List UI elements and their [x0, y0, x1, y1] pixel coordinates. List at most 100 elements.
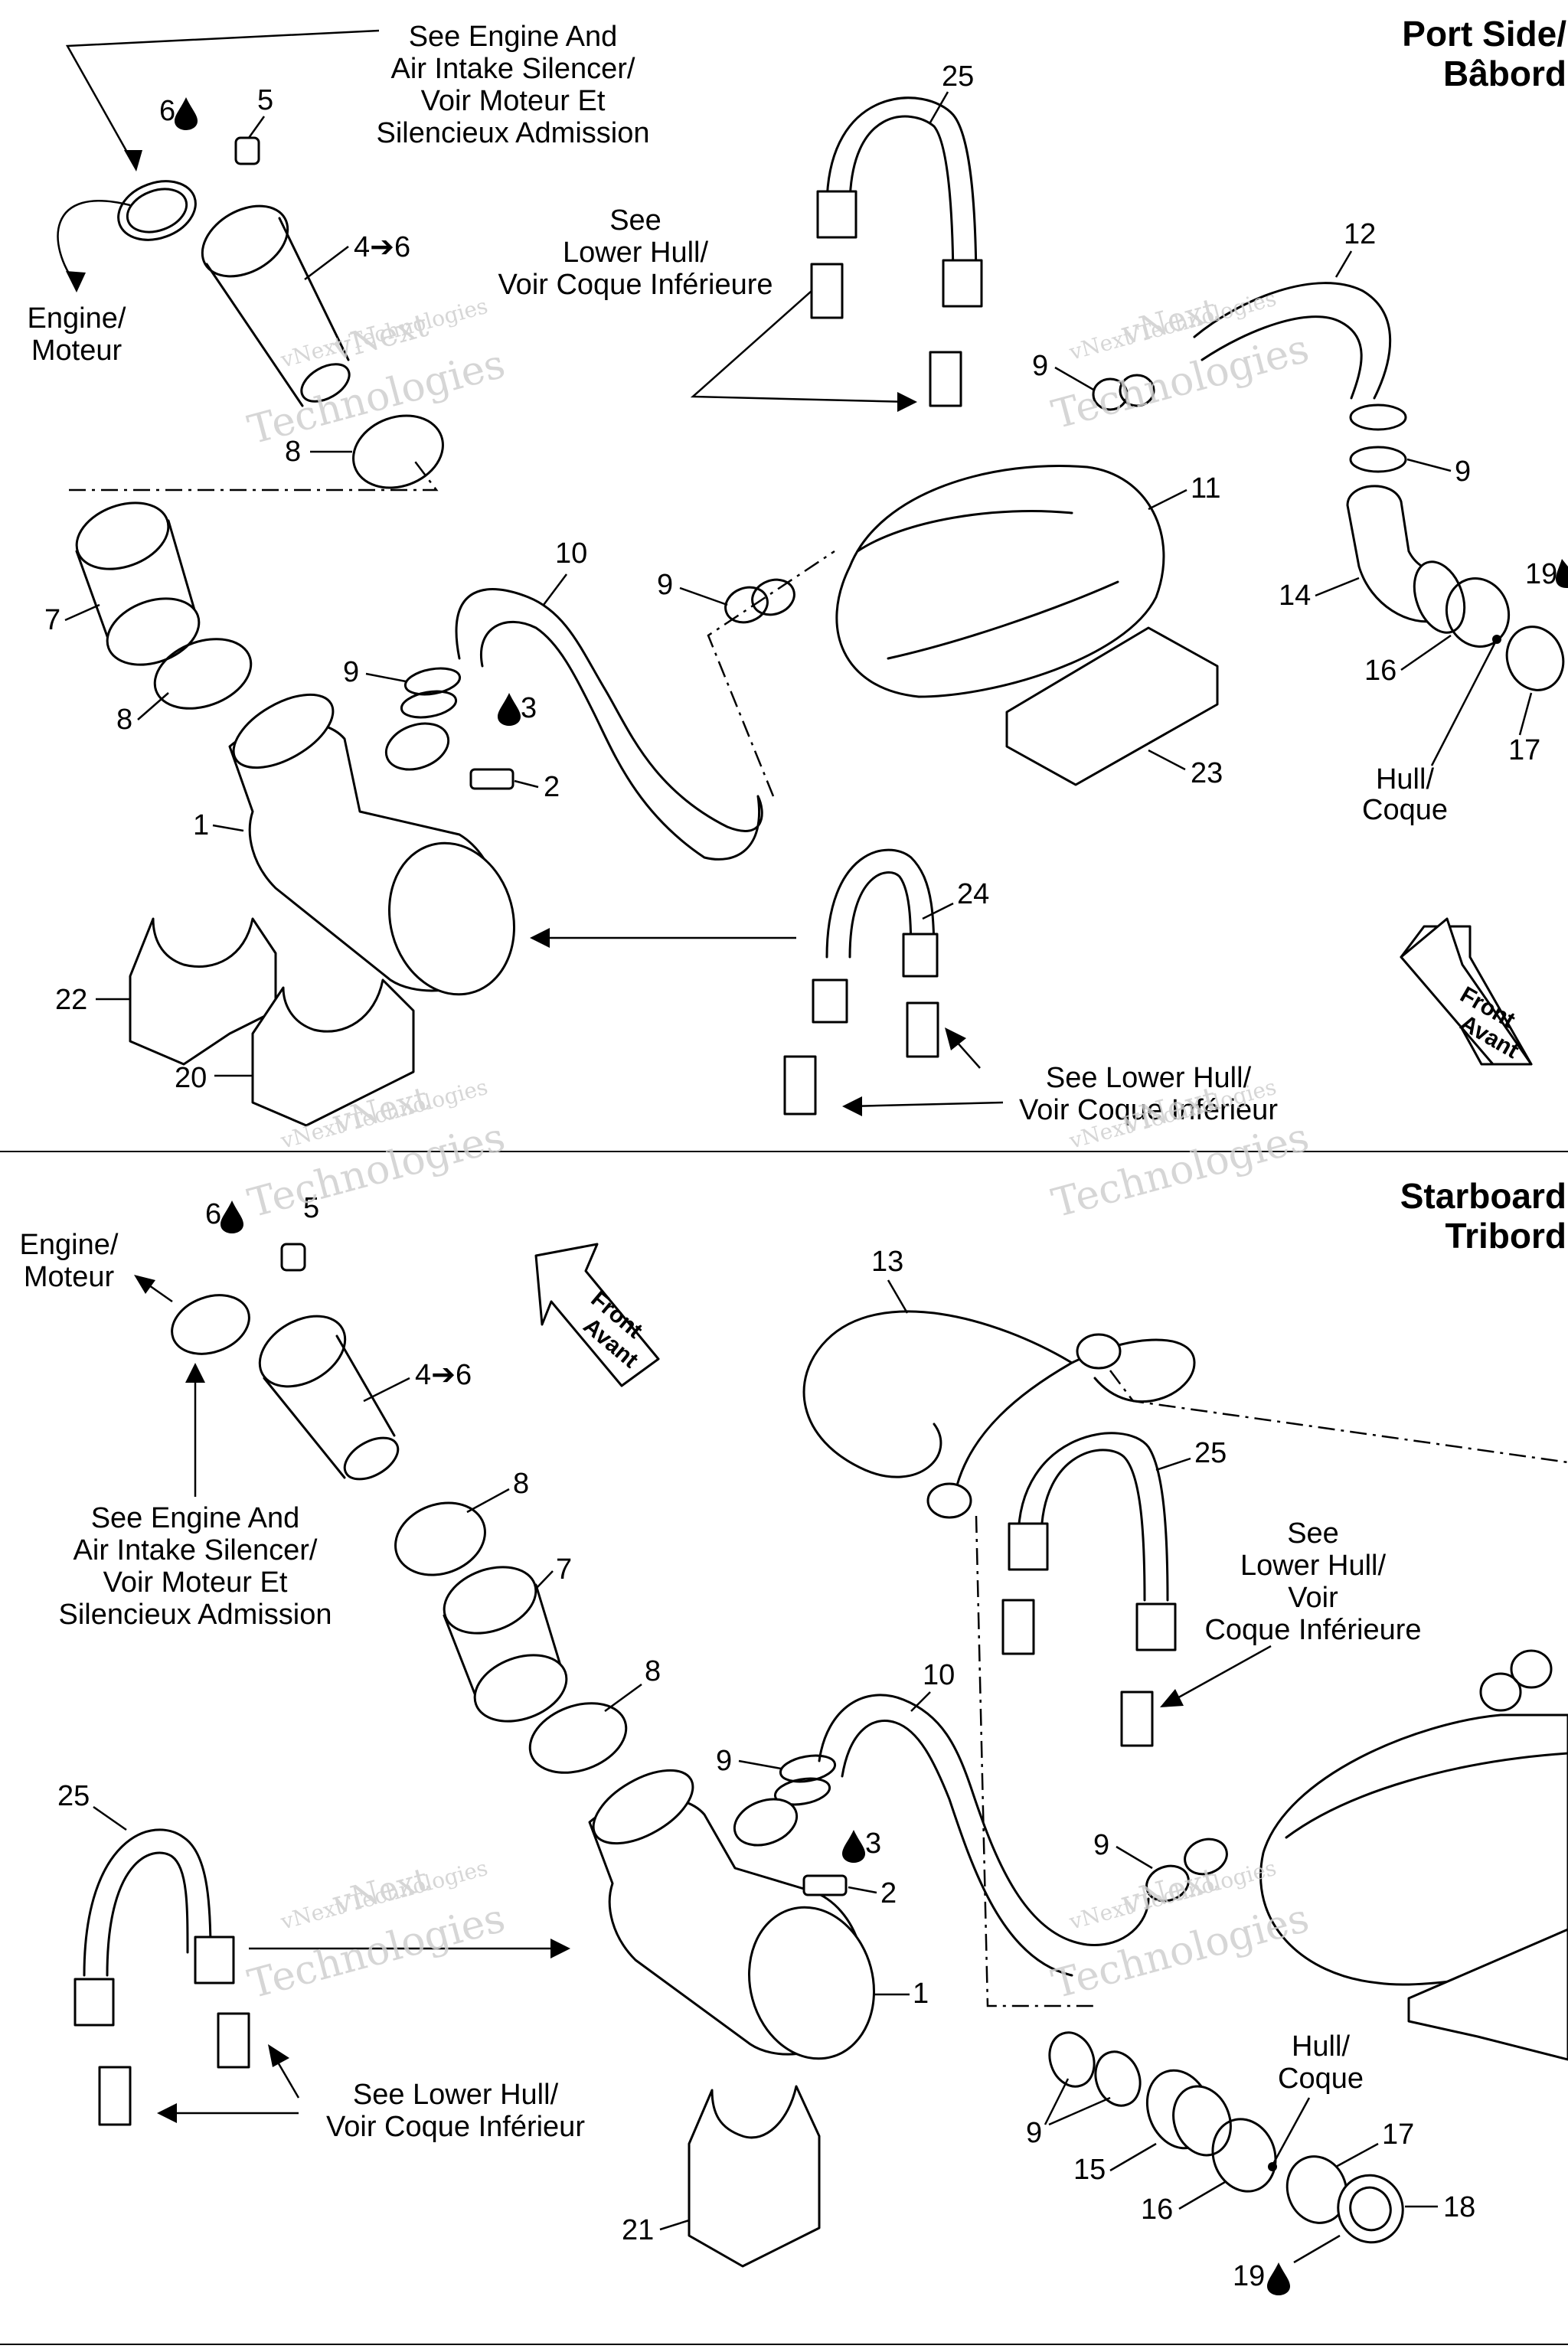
label-24-top: 24 — [957, 878, 989, 910]
hull-text-bottom-line1: Hull/ — [1292, 2030, 1350, 2063]
foam-part-23-top — [1005, 626, 1219, 786]
label-6-top: 6 — [159, 95, 175, 127]
leader-9-top-right-a — [1054, 366, 1096, 392]
leader-10-top — [543, 573, 567, 606]
label-10-bottom: 10 — [923, 1659, 955, 1691]
clamp-part-9-top-h — [1349, 446, 1407, 473]
centerline-bottom-b — [975, 1515, 1095, 2007]
leader-2-bottom — [848, 1886, 877, 1894]
hose-part-12-top — [1193, 282, 1392, 400]
see-lower-hull-top2-line2: Voir Coque Inférieur — [1019, 1094, 1278, 1126]
leader-12-top — [1334, 250, 1353, 278]
clamp-part-9-bottom-f — [1510, 1649, 1553, 1689]
see-lower-hull-bottom4-leader — [1167, 1645, 1272, 1705]
label-1-bottom: 1 — [913, 1978, 929, 2010]
leader-7-top — [64, 603, 100, 622]
label-16-top: 16 — [1364, 655, 1396, 687]
leader-16-bottom — [1178, 2180, 1226, 2210]
centerline-bottom-a — [1109, 1370, 1568, 1464]
label-9-bottom-silencer: 9 — [1093, 1829, 1109, 1861]
support-part-22-top — [129, 917, 277, 1066]
label-9-top-right-b: 9 — [1455, 456, 1471, 488]
label-3-bottom: 3 — [865, 1828, 881, 1860]
see-lower-hull-bottom2-line2: Voir Coque Inférieur — [326, 2111, 585, 2143]
engine-text-line2: Moteur — [31, 335, 122, 367]
label-8-top-lower: 8 — [116, 704, 132, 736]
hose-end-13-b — [1076, 1333, 1122, 1370]
see-engine-bottom-line2: Air Intake Silencer/ — [74, 1534, 318, 1566]
clamp-part-9-top-a — [403, 667, 462, 696]
hull-dot-top — [1492, 635, 1501, 644]
engine-arrowhead — [66, 271, 86, 292]
see-lower-hull-bottom2-arrowhead-b — [268, 2044, 289, 2067]
hose-end-13-a — [926, 1482, 972, 1519]
leader-25-top — [929, 91, 949, 123]
label-5-bottom: 5 — [303, 1192, 319, 1224]
front-arrow-bottom: Front Avant — [534, 1243, 660, 1387]
see-lower-hull-top-leader — [690, 290, 912, 403]
leader-16-top — [1400, 634, 1452, 671]
see-engine-bottom-line1: See Engine And — [91, 1502, 300, 1534]
strap-part-25-top — [825, 96, 978, 292]
leader-9-top-right-b — [1406, 458, 1452, 472]
strap-buckle-25-bottom-left-b — [194, 1936, 235, 1984]
leader-9-bottom-right — [1044, 2078, 1111, 2126]
see-lower-hull-top2-leader-a — [849, 1101, 1004, 1108]
hose-part-10-bottom — [818, 1694, 1150, 1977]
leader-5-top — [247, 116, 266, 139]
leader-9-top-muffler — [365, 672, 407, 683]
clamp-part-9-top-c — [724, 586, 769, 624]
leader-25-bottom-left — [93, 1805, 127, 1831]
clamp-part-9-top-d — [751, 578, 795, 616]
silencer-part-11-top — [835, 465, 1165, 698]
engine-clamp-bottom — [171, 1294, 250, 1355]
drop-icon-6-bottom — [220, 1200, 243, 1233]
leader-11-top — [1148, 488, 1187, 511]
leader-24-top — [922, 902, 954, 920]
leader-17-top — [1518, 692, 1533, 736]
label-21-bottom: 21 — [622, 2214, 654, 2246]
label-4-6-top: 4➔6 — [354, 231, 410, 263]
clamp-part-9-bottom-e — [1479, 1672, 1522, 1712]
muffler-part-1-top — [228, 693, 515, 996]
port-side-header-line2: Bâbord — [1443, 54, 1566, 93]
clamp-part-9-top-e — [1092, 377, 1129, 411]
starboard-header-line1: Starboard — [1400, 1176, 1566, 1216]
see-engine-bottom-line3: Voir Moteur Et — [103, 1566, 288, 1599]
see-lower-hull-top2-line1: See Lower Hull/ — [1046, 1062, 1252, 1094]
engine-arrowhead-bottom — [134, 1275, 155, 1294]
see-lower-hull-bottom2-line1: See Lower Hull/ — [353, 2079, 559, 2111]
clamp-part-8-top — [352, 414, 444, 489]
clamp-part-9-bottom-h — [1094, 2050, 1142, 2107]
fitting-part-15-bottom — [1145, 2069, 1232, 2157]
clamp-part-8-bottom-b — [528, 1702, 628, 1774]
hull-text-bottom-line2: Coque — [1278, 2063, 1364, 2095]
label-18-bottom: 18 — [1443, 2191, 1475, 2223]
drop-icon-3-bottom — [842, 1830, 865, 1863]
see-lower-hull-bottom2-arrowhead-a — [157, 2103, 177, 2123]
strap-buckle-25-top-a — [816, 190, 858, 239]
label-15-bottom: 15 — [1073, 2154, 1106, 2186]
leader-2-top — [514, 779, 539, 789]
front-arrow-top: Front Avant — [1400, 917, 1533, 1066]
label-7-bottom: 7 — [556, 1553, 572, 1586]
strap-to-muffler-arrowhead-bottom — [550, 1939, 570, 1958]
exhaust-outlet-pipe-bottom — [258, 1315, 400, 1481]
label-8-top: 8 — [285, 436, 301, 468]
bracket-bottom-a — [1001, 1599, 1035, 1655]
label-11-top: 11 — [1191, 472, 1220, 505]
foam-part-23-bottom — [1407, 1928, 1568, 2061]
label-1-top: 1 — [193, 809, 209, 841]
see-lower-hull-bottom4-line4: Coque Inférieure — [1204, 1614, 1421, 1646]
centerline-top-mid — [707, 550, 835, 797]
support-part-21-bottom — [688, 2085, 821, 2268]
label-9-top-right-a: 9 — [1032, 350, 1048, 382]
label-12-top: 12 — [1344, 218, 1376, 250]
see-lower-hull-top-line2: Lower Hull/ — [563, 237, 709, 269]
see-engine-text-line1: See Engine And — [409, 21, 618, 53]
bracket-bottom-d — [98, 2066, 132, 2126]
label-19-top: 19 — [1525, 558, 1557, 590]
leader-4-6-top — [304, 246, 349, 280]
see-lower-hull-top2-arrowhead-b — [945, 1027, 966, 1050]
